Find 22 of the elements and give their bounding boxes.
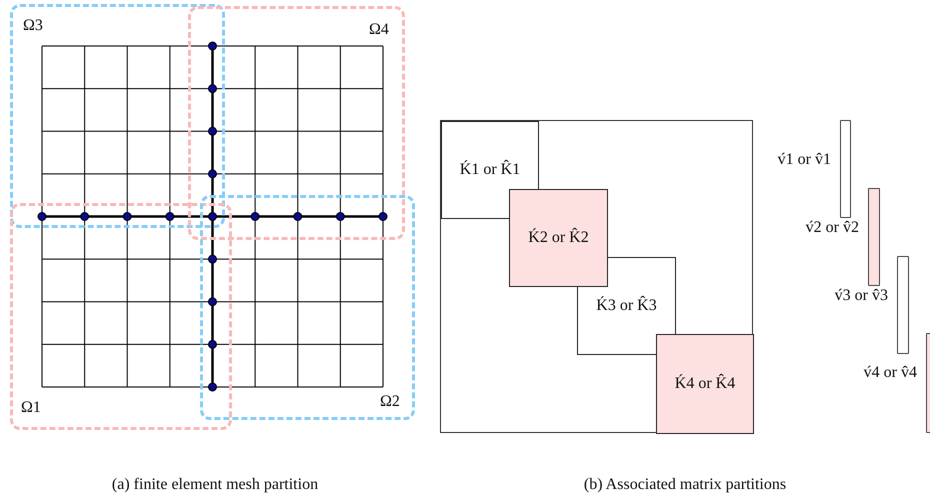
block-label: Ḱ1 or K̂1 xyxy=(460,161,520,179)
vector-label: v́1 or v̂1 xyxy=(778,151,831,169)
matrix-block xyxy=(441,121,539,219)
vector-label: v́4 or v̂4 xyxy=(864,364,917,382)
subdomain-outline xyxy=(10,4,225,228)
vector-label: v́2 or v̂2 xyxy=(806,219,859,237)
matrix-block xyxy=(656,334,754,434)
subdomain-label: Ω3 xyxy=(23,17,43,35)
block-label: Ḱ4 or K̂4 xyxy=(674,375,736,393)
caption: (b) Associated matrix partitions xyxy=(584,476,786,494)
subdomain-label: Ω4 xyxy=(369,21,389,39)
block-label: Ḱ3 or K̂3 xyxy=(596,297,657,315)
block-label: Ḱ2 or K̂2 xyxy=(528,229,589,247)
subdomain-outline xyxy=(200,195,415,420)
subdomain-label: Ω2 xyxy=(380,393,400,411)
subdomain-outline xyxy=(10,203,232,430)
vector-label: v́3 or v̂3 xyxy=(834,287,888,305)
caption: (a) finite element mesh partition xyxy=(112,476,318,494)
matrix-block xyxy=(509,189,608,287)
subdomain-outline xyxy=(188,6,405,240)
subdomain-label: Ω1 xyxy=(21,399,41,417)
matrix-box xyxy=(440,120,753,433)
